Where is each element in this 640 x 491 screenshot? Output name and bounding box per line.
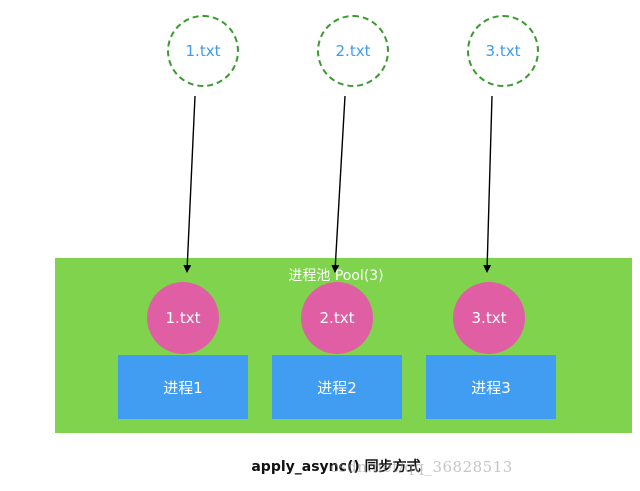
task-node-label: 1.txt xyxy=(165,309,201,327)
arrow-2 xyxy=(331,95,346,273)
process-box-label: 进程3 xyxy=(471,378,511,397)
process-box-3: 进程3 xyxy=(426,355,556,419)
file-node-3: 3.txt xyxy=(467,15,539,87)
diagram-caption: apply_async() 同步方式 xyxy=(251,459,421,475)
file-node-label: 3.txt xyxy=(485,42,521,60)
process-box-1: 进程1 xyxy=(118,355,248,419)
process-box-label: 进程2 xyxy=(317,378,357,397)
arrow-3 xyxy=(483,95,493,273)
watermark: csdn.net/qq_36828513 xyxy=(330,458,513,476)
file-node-label: 2.txt xyxy=(335,42,371,60)
process-box-label: 进程1 xyxy=(163,378,203,397)
pool-title: 进程池 Pool(3) xyxy=(288,268,384,284)
process-box-2: 进程2 xyxy=(272,355,402,419)
task-node-label: 2.txt xyxy=(319,309,355,327)
file-node-label: 1.txt xyxy=(185,42,221,60)
task-node-1: 1.txt xyxy=(147,282,219,354)
arrow-1 xyxy=(183,95,196,273)
task-node-2: 2.txt xyxy=(301,282,373,354)
task-node-3: 3.txt xyxy=(453,282,525,354)
file-node-1: 1.txt xyxy=(167,15,239,87)
file-node-2: 2.txt xyxy=(317,15,389,87)
task-node-label: 3.txt xyxy=(471,309,507,327)
